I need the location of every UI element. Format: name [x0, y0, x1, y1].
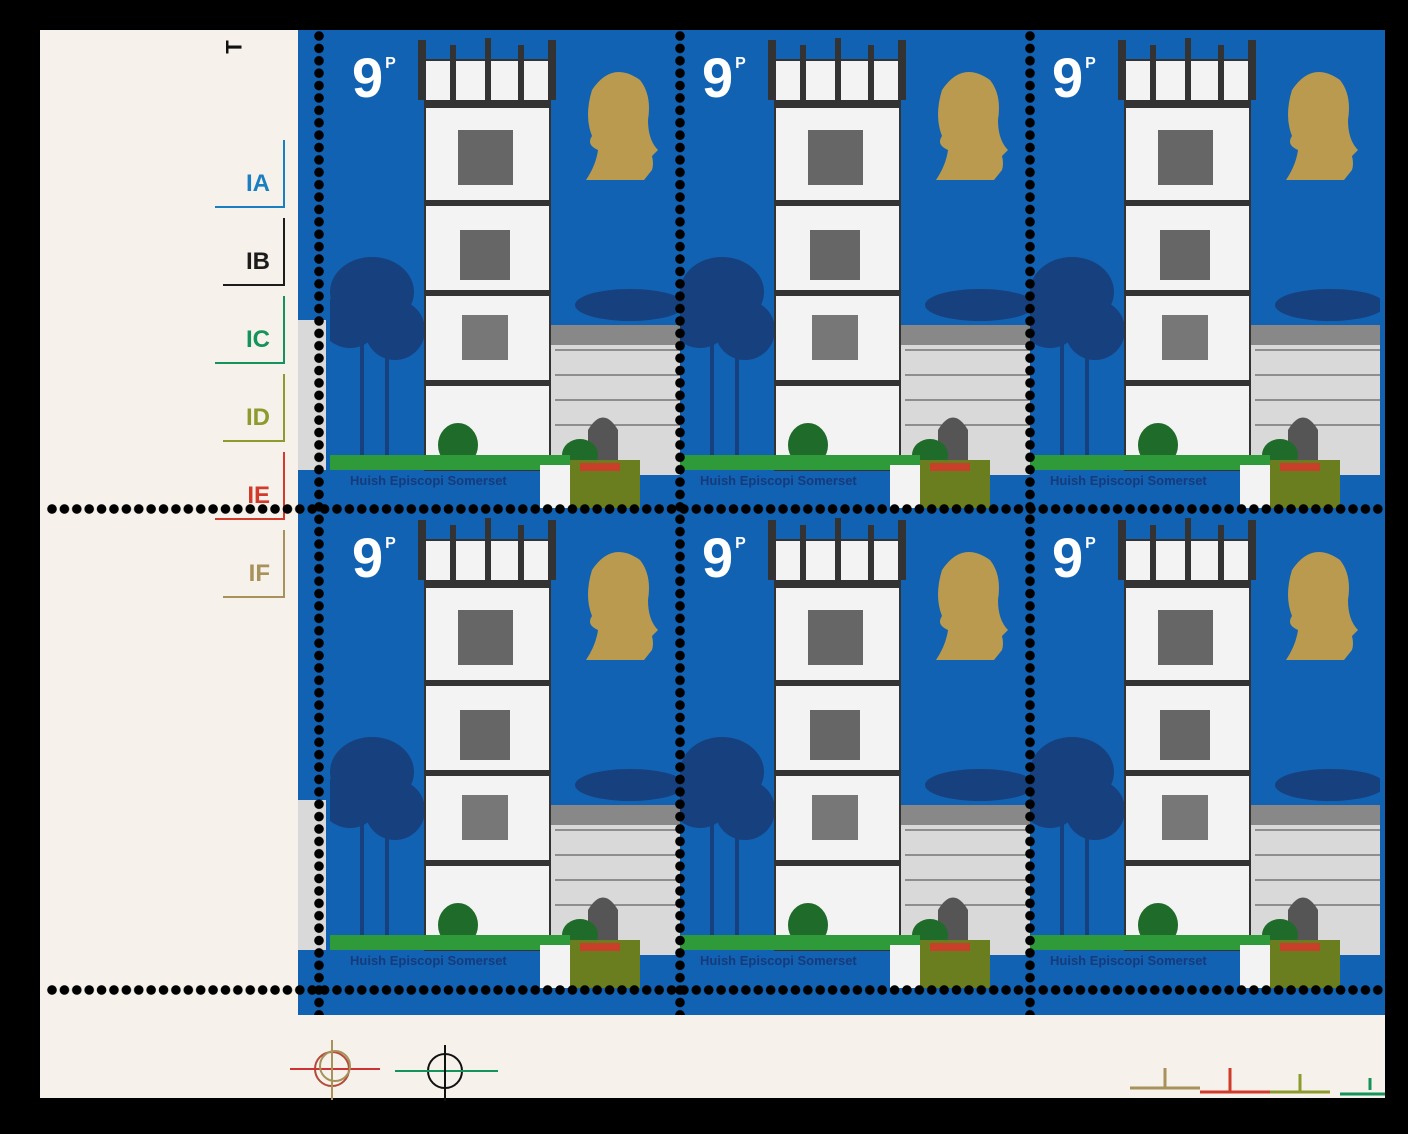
traffic-lights	[1130, 1068, 1385, 1096]
cylinder-number: IA	[246, 170, 270, 197]
tower	[418, 518, 556, 951]
queen-head-icon	[936, 552, 1008, 660]
trees	[1030, 737, 1380, 950]
queen-head-icon	[586, 552, 658, 660]
cylinder-box	[215, 140, 285, 208]
queen-head-icon	[936, 72, 1008, 180]
cylinder-number: IE	[247, 482, 270, 509]
tower	[1118, 518, 1256, 951]
stamp-caption: Huish Episcopi Somerset	[700, 473, 857, 488]
trees	[680, 257, 1030, 470]
stamp-caption: Huish Episcopi Somerset	[1050, 473, 1207, 488]
cylinder-box	[223, 374, 285, 442]
queen-head-icon	[586, 72, 658, 180]
tower	[768, 518, 906, 951]
stamp-caption: Huish Episcopi Somerset	[700, 953, 857, 968]
cylinder-box	[215, 452, 285, 520]
register-cross-green	[395, 1045, 498, 1101]
tower	[1118, 38, 1256, 471]
cylinder-box	[223, 218, 285, 286]
cylinder-box	[223, 530, 285, 598]
stamp-caption: Huish Episcopi Somerset	[350, 473, 507, 488]
stamp-caption: Huish Episcopi Somerset	[1050, 953, 1207, 968]
perforation-column	[313, 30, 325, 1015]
perforation-row	[46, 503, 1385, 515]
cylinder-number: IC	[246, 326, 270, 353]
registration-marks	[290, 1040, 498, 1101]
perforation-column	[1024, 30, 1036, 1015]
trees	[680, 737, 1030, 950]
cylinder-number: ID	[246, 404, 270, 431]
cylinder-number: IB	[246, 248, 270, 275]
cylinder-box	[215, 296, 285, 364]
trees	[330, 737, 680, 950]
tower	[768, 38, 906, 471]
perforation-column	[674, 30, 686, 1015]
trees	[330, 257, 680, 470]
queen-head-icon	[1286, 552, 1358, 660]
queen-head-icon	[1286, 72, 1358, 180]
stamp-caption: Huish Episcopi Somerset	[350, 953, 507, 968]
register-cross-multicolor	[290, 1040, 380, 1100]
tower	[418, 38, 556, 471]
row-mark: T	[221, 40, 247, 54]
trees	[1030, 257, 1380, 470]
cylinder-number: IF	[248, 560, 270, 587]
perforation-row	[46, 984, 1385, 996]
